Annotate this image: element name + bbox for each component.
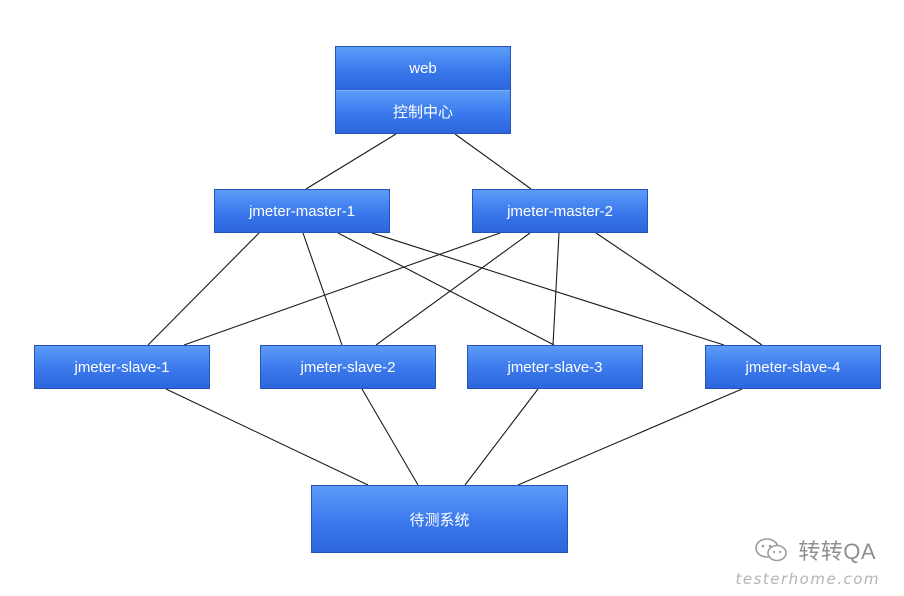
connector-master-2-to-slave-4 xyxy=(595,232,763,346)
connector-slave-3-to-system-under-test xyxy=(464,388,539,486)
connector-master-1-to-slave-3 xyxy=(337,232,555,346)
wechat-icon xyxy=(755,538,788,562)
watermark-account-name: 转转QA xyxy=(798,539,876,564)
connector-slave-1-to-system-under-test xyxy=(165,388,369,486)
node-web-label: web xyxy=(336,47,510,90)
watermark: 转转QA xyxy=(754,534,876,566)
node-system-under-test[interactable]: 待测系统 xyxy=(311,485,568,553)
connector-master-1-to-slave-1 xyxy=(147,232,260,346)
connector-web-control-to-master-2 xyxy=(454,133,532,190)
connector-master-1-to-slave-4 xyxy=(371,232,725,346)
node-slave-1[interactable]: jmeter-slave-1 xyxy=(34,345,210,389)
node-master-2[interactable]: jmeter-master-2 xyxy=(472,189,648,233)
connector-slave-4-to-system-under-test xyxy=(517,388,743,486)
node-control-center-label: 控制中心 xyxy=(336,89,510,133)
connector-web-control-to-master-1 xyxy=(305,133,397,190)
watermark-site: testerhome.com xyxy=(735,570,880,588)
node-master-1[interactable]: jmeter-master-1 xyxy=(214,189,390,233)
connector-master-2-to-slave-3 xyxy=(552,232,560,346)
connector-master-2-to-slave-1 xyxy=(183,232,501,346)
node-slave-2[interactable]: jmeter-slave-2 xyxy=(260,345,436,389)
connector-master-2-to-slave-2 xyxy=(375,232,531,346)
node-slave-4[interactable]: jmeter-slave-4 xyxy=(705,345,881,389)
connector-slave-2-to-system-under-test xyxy=(361,388,419,486)
connector-master-1-to-slave-2 xyxy=(302,232,343,346)
node-slave-3[interactable]: jmeter-slave-3 xyxy=(467,345,643,389)
node-web-control[interactable]: web 控制中心 xyxy=(335,46,511,134)
